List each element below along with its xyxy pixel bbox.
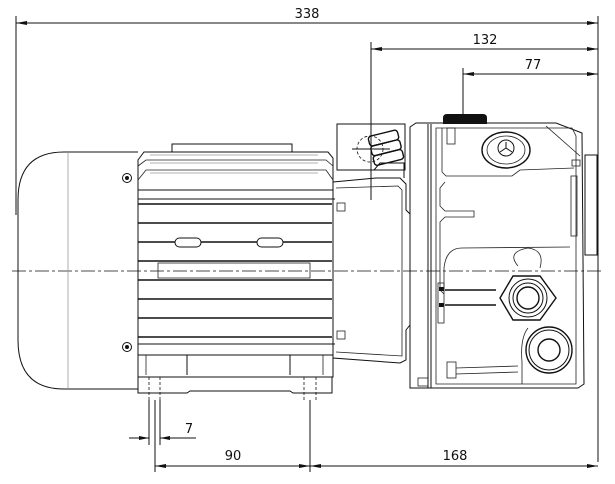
valve-base — [373, 162, 405, 178]
lower-rib — [455, 371, 519, 375]
flange-tab — [417, 377, 429, 387]
pump-outline — [409, 122, 585, 389]
pump-housing — [409, 114, 598, 389]
foot-base — [137, 377, 333, 394]
motor-top-outline — [137, 151, 334, 190]
motor-cooling-fins — [138, 203, 332, 338]
arrow-right-icon — [587, 21, 598, 25]
arrow-right-icon — [587, 47, 598, 51]
arrow-left-icon — [310, 464, 321, 468]
dimension-label: 168 — [443, 449, 468, 464]
dimension-foot-hole: 7 — [129, 400, 196, 445]
arrow-left-icon — [463, 72, 474, 76]
sight-glass — [437, 282, 445, 324]
pump-chamfer — [545, 125, 581, 157]
dimension-foot-to-end: 168 — [310, 449, 598, 468]
foot-upper — [137, 354, 334, 378]
motor-housing — [137, 189, 334, 356]
arrow-right-icon — [299, 464, 310, 468]
arrow-right-icon — [139, 436, 149, 440]
flange-inner — [335, 185, 403, 357]
gas-ballast-valve — [336, 110, 406, 178]
hex-nut-icon — [499, 275, 557, 321]
intake-port — [499, 275, 557, 321]
lifting-slot — [256, 237, 284, 248]
flange-boss — [336, 330, 346, 340]
arrow-right-icon — [587, 72, 598, 76]
arrow-left-icon — [160, 436, 170, 440]
screw-icon — [122, 173, 132, 183]
level-mark-icon — [439, 287, 444, 291]
flange-boss — [336, 202, 346, 212]
hex-socket-plug — [481, 131, 531, 169]
recess-boss — [446, 127, 456, 145]
dimension-label: 132 — [473, 33, 498, 48]
port-contour — [521, 327, 529, 384]
terminal-box — [171, 143, 293, 153]
flange-outline — [332, 177, 411, 364]
exhaust-port — [525, 326, 573, 374]
recess-line — [441, 128, 575, 177]
chamber-outline — [443, 246, 571, 292]
nameplate-recess — [157, 262, 311, 279]
right-tab — [571, 159, 581, 167]
dimension-overall-length: 338 — [15, 7, 599, 462]
arrow-left-icon — [371, 47, 382, 51]
motor-fan-cover — [17, 151, 138, 390]
pump-inner-outline — [435, 127, 577, 385]
level-mark-icon — [439, 303, 444, 307]
dimension-label: 338 — [295, 7, 320, 22]
motor-adapter-flange — [332, 177, 429, 387]
lifting-slot — [174, 237, 202, 248]
valve-fitting — [367, 129, 405, 167]
motor-fin-top — [137, 169, 334, 181]
right-rib — [570, 175, 578, 237]
dimension-label: 7 — [185, 422, 193, 437]
arrow-left-icon — [155, 464, 166, 468]
oil-fill-plug — [443, 114, 487, 124]
arrow-left-icon — [16, 21, 27, 25]
port-contour — [513, 247, 542, 269]
dimension-fill-plug: 77 — [462, 58, 598, 118]
lower-rib — [455, 365, 519, 369]
motor-fin-top — [137, 159, 334, 167]
screw-icon — [122, 342, 132, 352]
side-plate — [584, 154, 598, 256]
lower-boss — [446, 361, 457, 379]
motor-feet — [137, 354, 334, 400]
rib-outline — [439, 181, 475, 295]
dimension-label: 90 — [225, 449, 242, 464]
arrow-right-icon — [587, 464, 598, 468]
fan-cover-outline — [17, 151, 138, 390]
motor-body — [122, 143, 335, 400]
dimension-label: 77 — [525, 58, 542, 73]
dimension-foot-spacing: 90 — [154, 400, 311, 472]
